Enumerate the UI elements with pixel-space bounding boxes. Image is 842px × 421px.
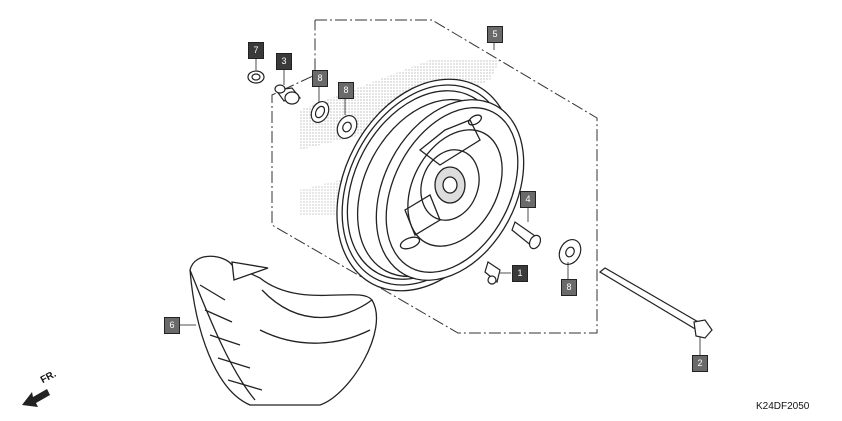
- callout-1: 1: [512, 265, 528, 282]
- callout-8-lower: 8: [561, 279, 577, 296]
- callout-5: 5: [487, 26, 503, 43]
- diagram-code: K24DF2050: [756, 401, 810, 412]
- spacer-collar: [274, 84, 302, 105]
- callout-8-bearing: 8: [338, 82, 354, 99]
- callout-8-seal: 8: [312, 70, 328, 87]
- tire-valve: [484, 261, 501, 285]
- axle-bolt: [598, 267, 713, 339]
- leader-lines: [180, 41, 701, 355]
- bearing-top: [336, 114, 358, 140]
- front-direction-arrow: [22, 389, 50, 407]
- wheel-rim: [336, 78, 525, 292]
- tire: [189, 255, 378, 406]
- callout-7: 7: [248, 42, 264, 59]
- assembly-outline: [271, 19, 598, 334]
- callout-4: 4: [520, 191, 536, 208]
- callout-3: 3: [276, 53, 292, 70]
- bearing-bottom: [558, 238, 582, 266]
- valve-cap: [247, 70, 265, 84]
- callout-6: 6: [164, 317, 180, 334]
- distance-collar: [511, 221, 542, 250]
- oil-seal: [310, 100, 330, 124]
- callout-2: 2: [692, 355, 708, 372]
